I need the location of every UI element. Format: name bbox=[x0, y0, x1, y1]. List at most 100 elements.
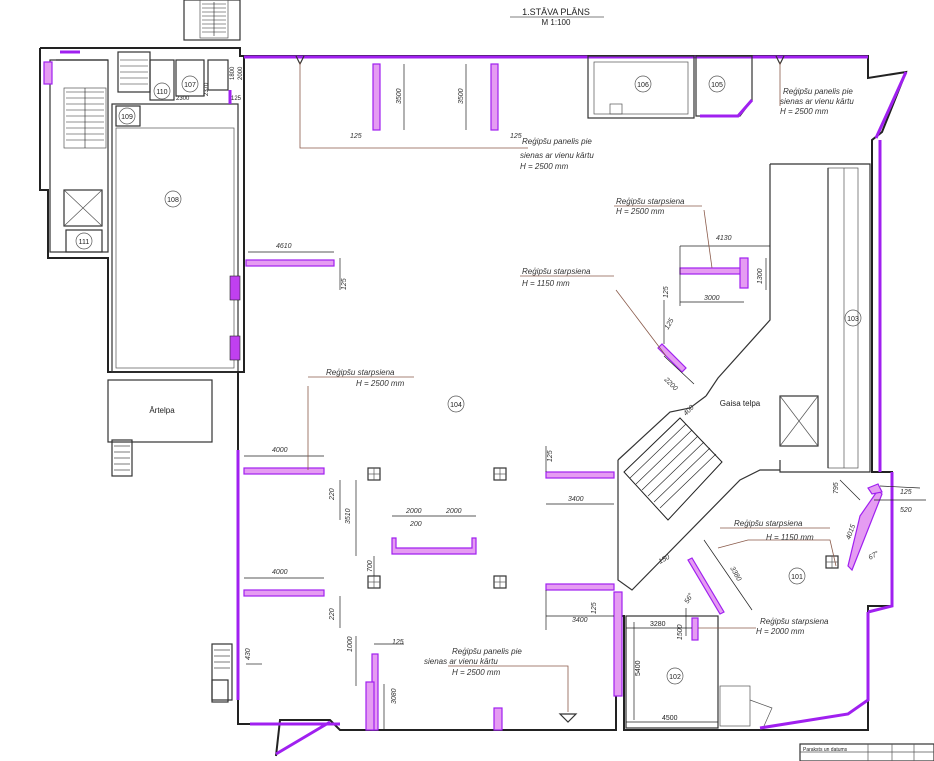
svg-text:2300: 2300 bbox=[176, 96, 190, 102]
svg-text:430: 430 bbox=[245, 648, 252, 660]
svg-text:125: 125 bbox=[231, 96, 242, 102]
room-102-label: 102 bbox=[669, 674, 681, 681]
plan-title-line1: 1.STĀVA PLĀNS bbox=[522, 7, 590, 17]
svg-text:3080: 3080 bbox=[391, 688, 398, 704]
svg-text:2000: 2000 bbox=[445, 508, 462, 515]
svg-text:1500: 1500 bbox=[677, 624, 684, 640]
svg-text:3380: 3380 bbox=[728, 566, 742, 583]
top-stair-block bbox=[183, 0, 241, 41]
svg-text:3400: 3400 bbox=[572, 617, 588, 624]
svg-text:Reģipšu panelis pie: Reģipšu panelis pie bbox=[783, 87, 853, 96]
svg-text:Reģipšu starpsiena: Reģipšu starpsiena bbox=[616, 197, 685, 206]
room-101-label: 101 bbox=[791, 574, 803, 581]
svg-text:Reģipšu starpsiena: Reģipšu starpsiena bbox=[734, 519, 803, 528]
note-panel-top-right: Reģipšu panelis pie sienas ar vienu kārt… bbox=[780, 87, 854, 116]
svg-text:Reģipšu panelis pie: Reģipšu panelis pie bbox=[522, 137, 592, 146]
svg-text:Reģipšu starpsiena: Reģipšu starpsiena bbox=[522, 267, 591, 276]
svg-text:Reģipšu starpsiena: Reģipšu starpsiena bbox=[326, 368, 395, 377]
svg-text:1800: 1800 bbox=[230, 66, 236, 80]
svg-text:3000: 3000 bbox=[704, 295, 720, 302]
room-106-label: 106 bbox=[637, 82, 649, 89]
svg-text:125: 125 bbox=[663, 286, 670, 298]
gypsum-partitions bbox=[243, 63, 883, 731]
svg-text:4000: 4000 bbox=[272, 447, 288, 454]
svg-text:700: 700 bbox=[367, 560, 374, 572]
svg-text:125: 125 bbox=[350, 133, 362, 140]
room-104-label: 104 bbox=[450, 402, 462, 409]
room-105-label: 105 bbox=[711, 82, 723, 89]
svg-text:3510: 3510 bbox=[345, 508, 352, 524]
note-starp-1150-101: Reģipšu starpsiena H = 1150 mm bbox=[720, 519, 830, 542]
main-hall-walls bbox=[228, 55, 908, 757]
svg-text:H = 2500 mm: H = 2500 mm bbox=[520, 162, 569, 171]
svg-text:H = 2500 mm: H = 2500 mm bbox=[616, 207, 665, 216]
stamp-label: Paraksts un datums bbox=[803, 747, 848, 753]
svg-text:4130: 4130 bbox=[716, 235, 732, 242]
note-starp-2000-101: Reģipšu starpsiena H = 2000 mm bbox=[756, 617, 829, 636]
svg-text:3400: 3400 bbox=[568, 496, 584, 503]
room-102-block bbox=[625, 615, 773, 729]
annotations: Reģipšu panelis pie sienas ar vienu kārt… bbox=[308, 87, 854, 677]
svg-text:150: 150 bbox=[658, 554, 672, 566]
svg-text:520: 520 bbox=[900, 507, 912, 514]
svg-text:1000: 1000 bbox=[347, 636, 354, 652]
dimension-lines bbox=[244, 64, 926, 730]
svg-text:200: 200 bbox=[409, 521, 422, 528]
note-starp-1150-mid: Reģipšu starpsiena H = 1150 mm bbox=[520, 267, 614, 288]
diagonal-stair bbox=[623, 417, 723, 521]
room-111-label: 111 bbox=[79, 239, 90, 246]
svg-text:sienas ar vienu kārtu: sienas ar vienu kārtu bbox=[520, 151, 594, 160]
svg-text:3280: 3280 bbox=[650, 621, 666, 628]
svg-text:H = 1150 mm: H = 1150 mm bbox=[522, 279, 570, 288]
room-103-label: 103 bbox=[847, 316, 859, 323]
svg-text:125: 125 bbox=[591, 602, 598, 614]
svg-text:3500: 3500 bbox=[396, 88, 403, 104]
svg-text:H = 1150 mm: H = 1150 mm bbox=[766, 533, 814, 542]
svg-text:2000: 2000 bbox=[405, 508, 422, 515]
svg-text:H = 2000 mm: H = 2000 mm bbox=[756, 627, 805, 636]
svg-text:2000: 2000 bbox=[238, 66, 244, 80]
room-103-block bbox=[617, 163, 871, 591]
svg-text:125: 125 bbox=[510, 133, 522, 140]
plan-scale: M 1:100 bbox=[542, 18, 571, 27]
svg-text:4500: 4500 bbox=[662, 715, 678, 722]
svg-text:125: 125 bbox=[664, 317, 676, 331]
note-starp-2500-left: Reģipšu starpsiena H = 2500 mm bbox=[308, 368, 414, 388]
room-labels: 101 102 103 104 105 106 107 108 109 110 … bbox=[75, 75, 862, 685]
svg-text:125: 125 bbox=[547, 450, 554, 462]
svg-text:795: 795 bbox=[833, 482, 840, 494]
svg-text:1300: 1300 bbox=[757, 268, 764, 284]
svg-text:4610: 4610 bbox=[276, 243, 292, 250]
svg-text:Reģipšu panelis pie: Reģipšu panelis pie bbox=[452, 647, 522, 656]
note-panel-bottom: Reģipšu panelis pie sienas ar vienu kārt… bbox=[424, 647, 522, 677]
gaisa-telpa-label: Gaisa telpa bbox=[720, 399, 761, 408]
svg-text:Reģipšu starpsiena: Reģipšu starpsiena bbox=[760, 617, 829, 626]
plan-title: 1.STĀVA PLĀNS M 1:100 bbox=[510, 7, 604, 27]
columns bbox=[211, 467, 839, 723]
svg-text:4015: 4015 bbox=[845, 524, 857, 541]
svg-text:56°: 56° bbox=[683, 592, 695, 605]
svg-text:H = 2500 mm: H = 2500 mm bbox=[356, 379, 405, 388]
svg-text:5400: 5400 bbox=[635, 660, 642, 676]
leader-lines bbox=[299, 62, 837, 712]
title-stamp: Paraksts un datums bbox=[799, 743, 934, 761]
note-panel-top-center: Reģipšu panelis pie sienas ar vienu kārt… bbox=[520, 137, 594, 171]
note-starp-2500-right: Reģipšu starpsiena H = 2500 mm bbox=[614, 197, 702, 216]
svg-text:H = 2500 mm: H = 2500 mm bbox=[452, 668, 501, 677]
svg-text:sienas ar vienu kārtu: sienas ar vienu kārtu bbox=[780, 97, 854, 106]
svg-text:125: 125 bbox=[341, 278, 348, 290]
svg-text:220: 220 bbox=[329, 608, 336, 621]
room-107-label: 107 bbox=[184, 82, 196, 89]
svg-text:125: 125 bbox=[392, 639, 404, 646]
svg-text:H = 2500 mm: H = 2500 mm bbox=[780, 107, 829, 116]
svg-text:sienas ar vienu kārtu: sienas ar vienu kārtu bbox=[424, 657, 498, 666]
artelpa-label: Ārtelpa bbox=[149, 406, 175, 415]
svg-text:400: 400 bbox=[682, 404, 695, 417]
svg-text:220: 220 bbox=[329, 488, 336, 501]
svg-text:125: 125 bbox=[900, 489, 912, 496]
room-108-label: 108 bbox=[167, 197, 179, 204]
svg-text:3500: 3500 bbox=[458, 88, 465, 104]
svg-text:4000: 4000 bbox=[272, 569, 288, 576]
room-110-label: 110 bbox=[156, 89, 167, 96]
